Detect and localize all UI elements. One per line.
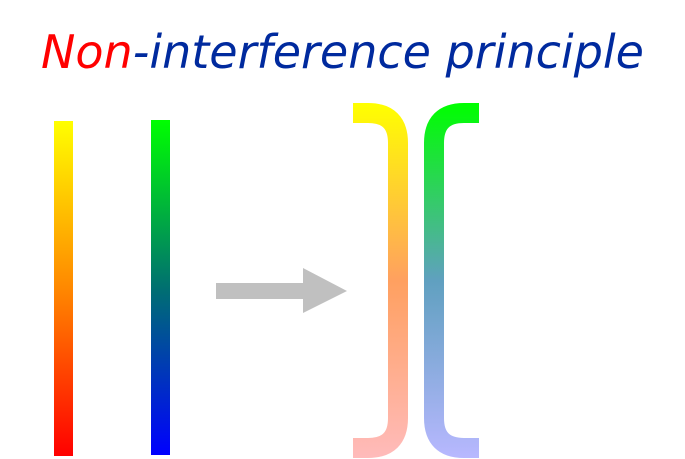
- title-rest: -interference principle: [132, 25, 644, 79]
- right-bracket-after: [424, 103, 479, 458]
- right-arrow-icon: [216, 268, 347, 313]
- page-title: Non-interference principle: [0, 22, 685, 82]
- right-bar-before: [151, 120, 170, 455]
- left-bracket-after: [353, 103, 408, 458]
- left-bar-before: [54, 121, 73, 456]
- title-highlight: Non: [41, 25, 133, 79]
